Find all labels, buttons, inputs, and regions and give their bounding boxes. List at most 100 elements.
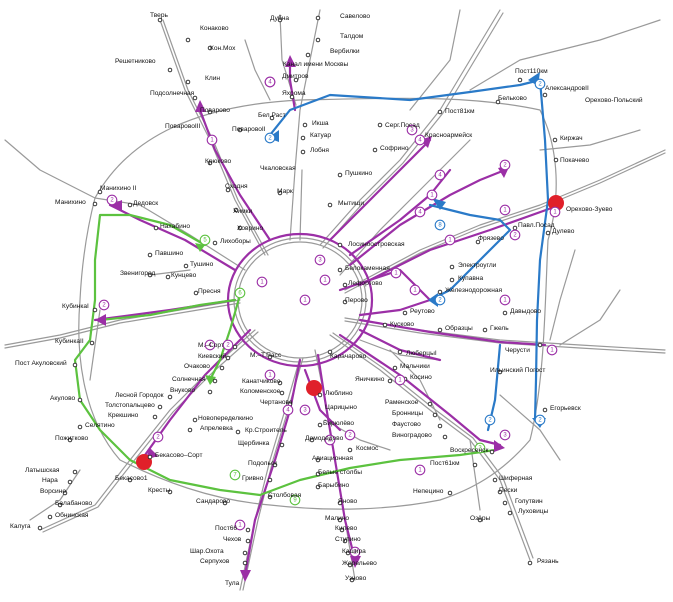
station-dot [347,562,353,568]
station-dot [207,389,213,395]
label-obrazy: Образцы [445,324,473,332]
route-badge-number: 1 [238,522,242,528]
station-dot [327,202,333,208]
route-badge: 4 [324,434,336,446]
route-badge-circle [199,234,211,246]
radial-ivanovo [409,9,461,111]
label-manikhino2: Манихино II [100,185,137,192]
station-dot [193,290,199,296]
station-dot [147,272,153,278]
label-kosino: Косино [410,374,432,381]
spur-zvenigorod [149,269,191,276]
station-dot [317,422,323,428]
route-badge-number: 2 [348,432,352,438]
route-badge-number: 2 [488,417,492,423]
route-badge-circle [264,76,276,88]
label-lesnoy-gorodok: Лесной Городок [115,391,164,399]
station-dot [279,442,285,448]
purple-gorky [358,203,562,287]
label-kashira: Кашира [342,548,366,555]
station-dot [552,137,558,143]
station-dot [545,230,551,236]
route-badge-number: 1 [210,137,214,143]
label-kosmos: Космос [356,445,379,452]
route-badge-number: 1 [394,270,398,276]
route-badge-circle [394,374,406,386]
station-dot [402,310,408,316]
spur-balabanovo [29,469,81,521]
label-pozhitkovo: Пожитково [55,435,89,442]
station-dot [67,437,73,443]
route-badge-number: 2 [226,342,230,348]
label-kievsky: Киевский [198,352,226,360]
purple-kursk [243,358,302,577]
route-badge-number: 1 [430,192,434,198]
label-nepetsino: Непецино [413,488,444,495]
station-dot [92,307,98,313]
route-badge: 2 [509,229,521,241]
route-badge-number: 3 [478,445,482,451]
route-badge-circle [299,404,311,416]
label-dedovsk: Дедовск [133,200,158,207]
station-dot [387,378,393,384]
label-reutovo: Реутово [410,308,435,315]
route-badge-number: 1 [413,287,417,293]
radial-belarus [4,299,241,346]
route-badge-number: 1 [550,347,554,353]
radial-ryazan [329,334,531,561]
label-bel-rast: Бел.Раст [258,112,286,119]
spur-shatura [549,249,576,341]
blue-inner-east [428,203,512,302]
label-zheleznodorozhnaya: Железнодорожная [445,287,503,294]
station-dot [337,172,343,178]
label-khovrino: Ховрино [237,225,263,232]
label-dulevo: Дулево [552,228,575,235]
label-perovo: Перово [345,297,368,304]
route-badge: 2 [98,299,110,311]
route-badge: 9 [289,494,301,506]
route-badge-number: 8 [438,222,442,228]
route-badge-circle [344,429,356,441]
green-west [73,213,207,462]
station-dot [315,471,321,477]
route-badge: 2 [534,414,546,426]
label-lyublino: Люблино [325,389,353,397]
label-elektrougli: Электроугли [458,262,497,269]
station-dot [512,225,518,231]
route-badge-circle [499,159,511,171]
purple-tver [198,108,272,242]
label-reshetnikovo: Решетниково [115,58,156,65]
label-sharapovo: Чкаловская [260,165,296,172]
station-dot [267,354,273,360]
route-badge: 2 [106,194,118,206]
station-dot [475,239,481,245]
route-badge-number: 1 [448,237,452,243]
route-badge-circle [319,274,331,286]
station-dot [77,397,83,403]
label-tver: Тверь [150,12,169,19]
label-peski: Пески [499,487,518,494]
route-badge: 2 [499,159,511,171]
station-dot [315,457,321,463]
radial-gorky-b [344,152,666,294]
purple-routes [93,58,562,577]
station-dot [212,378,218,384]
station-dot [437,289,443,295]
label-povarovo1: Поварово [200,107,230,114]
label-krasnoarmeysk: Красноармейск [425,131,472,139]
station-dot [232,344,238,350]
route-badge: 6 [234,287,246,299]
radial-ryazan-b [332,332,534,559]
route-badge-number: 1 [503,207,507,213]
route-badge-number: 2 [102,302,106,308]
route-badge-number: 2 [438,297,442,303]
route-badge-number: 4 [286,407,290,413]
route-badge: 2 [534,78,546,90]
purple-yaroslavl [328,138,432,242]
route-badge: 1 [394,374,406,386]
label-vnukovo: Внуково [170,387,195,394]
route-badge-number: 3 [503,432,507,438]
label-grivno: Гривно [242,475,264,482]
label-malchiki: Мальчики [400,363,430,370]
station-dot [293,77,299,83]
